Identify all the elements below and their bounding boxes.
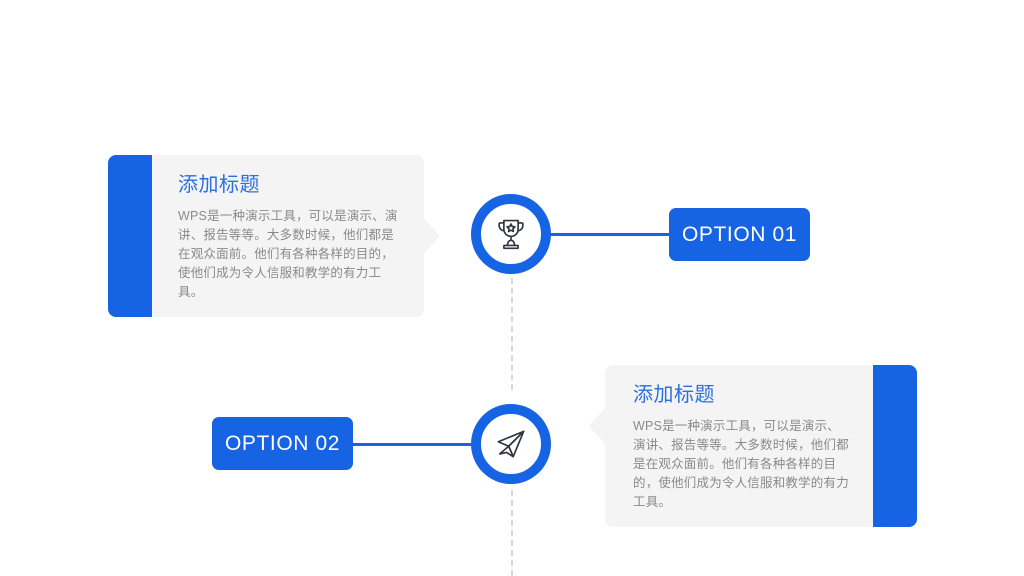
card-title-one: 添加标题: [178, 174, 260, 196]
card-body-text-two: WPS是一种演示工具，可以是演示、演讲、报告等等。大多数时候，他们都是在观众面前…: [633, 419, 849, 509]
info-card-option-02[interactable]: 添加标题 WPS是一种演示工具，可以是演示、演讲、报告等等。大多数时候，他们都是…: [589, 365, 917, 527]
card-accent-bar-right: [873, 365, 917, 527]
timeline-dashed-line-middle: [511, 278, 513, 390]
connector-line-option-01: [548, 233, 683, 236]
option-pill-02-label: OPTION 02: [224, 431, 341, 455]
timeline-dashed-line-lower: [511, 490, 513, 576]
timeline-node-option-02[interactable]: [471, 404, 551, 484]
card-body-text-one: WPS是一种演示工具，可以是演示、演讲、报告等等。大多数时候，他们都是在观众面前…: [178, 209, 398, 299]
option-pill-01[interactable]: OPTION 01: [669, 208, 810, 261]
paper-plane-icon: [492, 425, 530, 463]
trophy-icon: [492, 215, 530, 253]
card-content-one: 添加标题 WPS是一种演示工具，可以是演示、演讲、报告等等。大多数时候，他们都是…: [152, 155, 440, 317]
info-card-option-01[interactable]: 添加标题 WPS是一种演示工具，可以是演示、演讲、报告等等。大多数时候，他们都是…: [108, 155, 440, 317]
card-pointer-left-icon: [589, 407, 606, 445]
option-pill-02[interactable]: OPTION 02: [212, 417, 353, 470]
option-pill-01-label: OPTION 01: [681, 222, 798, 246]
connector-line-option-02: [343, 443, 478, 446]
timeline-node-option-01[interactable]: [471, 194, 551, 274]
card-pointer-right-icon: [423, 217, 440, 255]
card-content-two: 添加标题 WPS是一种演示工具，可以是演示、演讲、报告等等。大多数时候，他们都是…: [589, 365, 873, 527]
card-title-two: 添加标题: [633, 384, 715, 406]
card-accent-bar-left: [108, 155, 152, 317]
